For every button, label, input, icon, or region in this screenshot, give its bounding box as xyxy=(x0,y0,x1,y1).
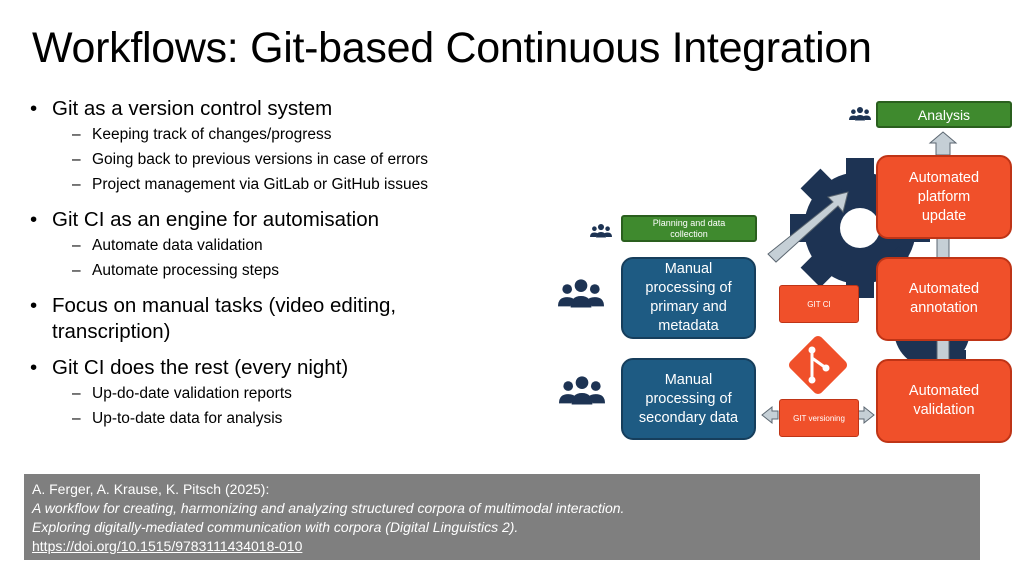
bullet-item: • Git as a version control system xyxy=(28,96,548,122)
manual-secondary-line: processing of xyxy=(645,390,732,407)
git-ci-box: GIT CI xyxy=(779,285,859,323)
sub-bullet-dash: – xyxy=(72,151,81,168)
sub-bullet-dash: – xyxy=(72,410,81,427)
sub-bullet-item: – Automate processing steps xyxy=(28,258,548,283)
sub-bullet-text: Keeping track of changes/progress xyxy=(92,126,332,143)
auto-platform-line: update xyxy=(921,207,967,224)
auto-validation-box: Automated validation xyxy=(876,359,1012,443)
people-icon xyxy=(559,376,605,405)
sub-bullet-dash: – xyxy=(72,237,81,254)
manual-primary-line: primary and xyxy=(650,299,727,315)
analysis-label: Analysis xyxy=(917,106,971,123)
manual-secondary-line: Manual xyxy=(664,371,713,388)
bullet-dot: • xyxy=(30,97,38,120)
auto-validation-line: validation xyxy=(913,402,975,418)
analysis-box: Analysis xyxy=(876,101,1012,128)
sub-bullet-item: – Going back to previous versions in cas… xyxy=(28,147,548,172)
citation-link[interactable]: https://doi.org/10.1515/9783111434018-01… xyxy=(32,538,303,554)
sub-bullet-text: Automate data validation xyxy=(92,237,263,254)
planning-box: Planning and data collection xyxy=(621,215,757,242)
planning-label-line1: Planning and data xyxy=(652,217,726,228)
sub-bullet-dash: – xyxy=(72,176,81,193)
bullet-dot: • xyxy=(30,208,38,231)
sub-bullet-item: – Keeping track of changes/progress xyxy=(28,122,548,147)
bullet-text: Git as a version control system xyxy=(52,97,333,120)
manual-primary-line: Manual xyxy=(664,261,713,277)
sub-bullet-item: – Project management via GitLab or GitHu… xyxy=(28,172,548,197)
sub-bullet-dash: – xyxy=(72,262,81,279)
manual-primary-line: processing of xyxy=(645,280,732,296)
manual-primary-line: metadata xyxy=(658,318,719,334)
citation-box: A. Ferger, A. Krause, K. Pitsch (2025): … xyxy=(24,474,980,560)
auto-validation-line: Automated xyxy=(908,383,980,399)
git-logo-icon xyxy=(788,335,848,395)
auto-annotation-box: Automated annotation xyxy=(876,257,1012,341)
bullet-dot: • xyxy=(30,294,38,317)
sub-bullet-dash: – xyxy=(72,126,81,143)
bullet-item: • Git CI does the rest (every night) xyxy=(28,355,548,381)
bullet-dot: • xyxy=(30,356,38,379)
sub-bullet-item: – Up-to-date data for analysis xyxy=(28,406,548,431)
bullet-item: • Git CI as an engine for automisation xyxy=(28,207,548,233)
citation-title: A workflow for creating, harmonizing and… xyxy=(32,500,625,516)
auto-annotation-line: annotation xyxy=(910,300,978,316)
citation-book: Exploring digitally-mediated communicati… xyxy=(32,519,519,535)
citation-authors: A. Ferger, A. Krause, K. Pitsch (2025): xyxy=(32,481,270,497)
people-icon xyxy=(590,224,612,238)
sub-bullet-text: Project management via GitLab or GitHub … xyxy=(92,176,428,193)
sub-bullet-text: Automate processing steps xyxy=(92,262,279,279)
manual-secondary-line: secondary data xyxy=(638,409,739,426)
git-ci-label: GIT CI xyxy=(807,299,831,309)
bullet-text: Git CI as an engine for automisation xyxy=(52,208,380,231)
auto-platform-line: Automated xyxy=(908,169,980,186)
sub-bullet-text: Up-do-date validation reports xyxy=(92,385,292,402)
bullet-text-line2: transcription) xyxy=(52,320,171,343)
auto-annotation-line: Automated xyxy=(908,281,980,297)
git-versioning-box: GIT versioning xyxy=(779,399,859,437)
bullet-text-line1: Focus on manual tasks (video editing, xyxy=(52,294,397,317)
bullet-list: • Git as a version control system – Keep… xyxy=(28,96,548,431)
planning-label-line2: collection xyxy=(670,228,708,239)
manual-primary-box: Manual processing of primary and metadat… xyxy=(621,257,756,339)
bullet-item: • Focus on manual tasks (video editing, … xyxy=(28,293,548,345)
slide-title: Workflows: Git-based Continuous Integrat… xyxy=(32,24,872,72)
auto-platform-line: platform xyxy=(917,188,971,205)
auto-platform-box: Automated platform update xyxy=(876,155,1012,239)
git-versioning-label: GIT versioning xyxy=(793,413,845,423)
sub-bullet-dash: – xyxy=(72,385,81,402)
sub-bullet-text: Up-to-date data for analysis xyxy=(92,410,283,427)
manual-secondary-box: Manual processing of secondary data xyxy=(621,358,756,440)
sub-bullet-text: Going back to previous versions in case … xyxy=(92,151,428,168)
people-icon xyxy=(558,279,604,308)
bullet-text: Git CI does the rest (every night) xyxy=(52,356,349,379)
sub-bullet-item: – Automate data validation xyxy=(28,233,548,258)
people-icon xyxy=(849,107,871,121)
sub-bullet-item: – Up-do-date validation reports xyxy=(28,381,548,406)
